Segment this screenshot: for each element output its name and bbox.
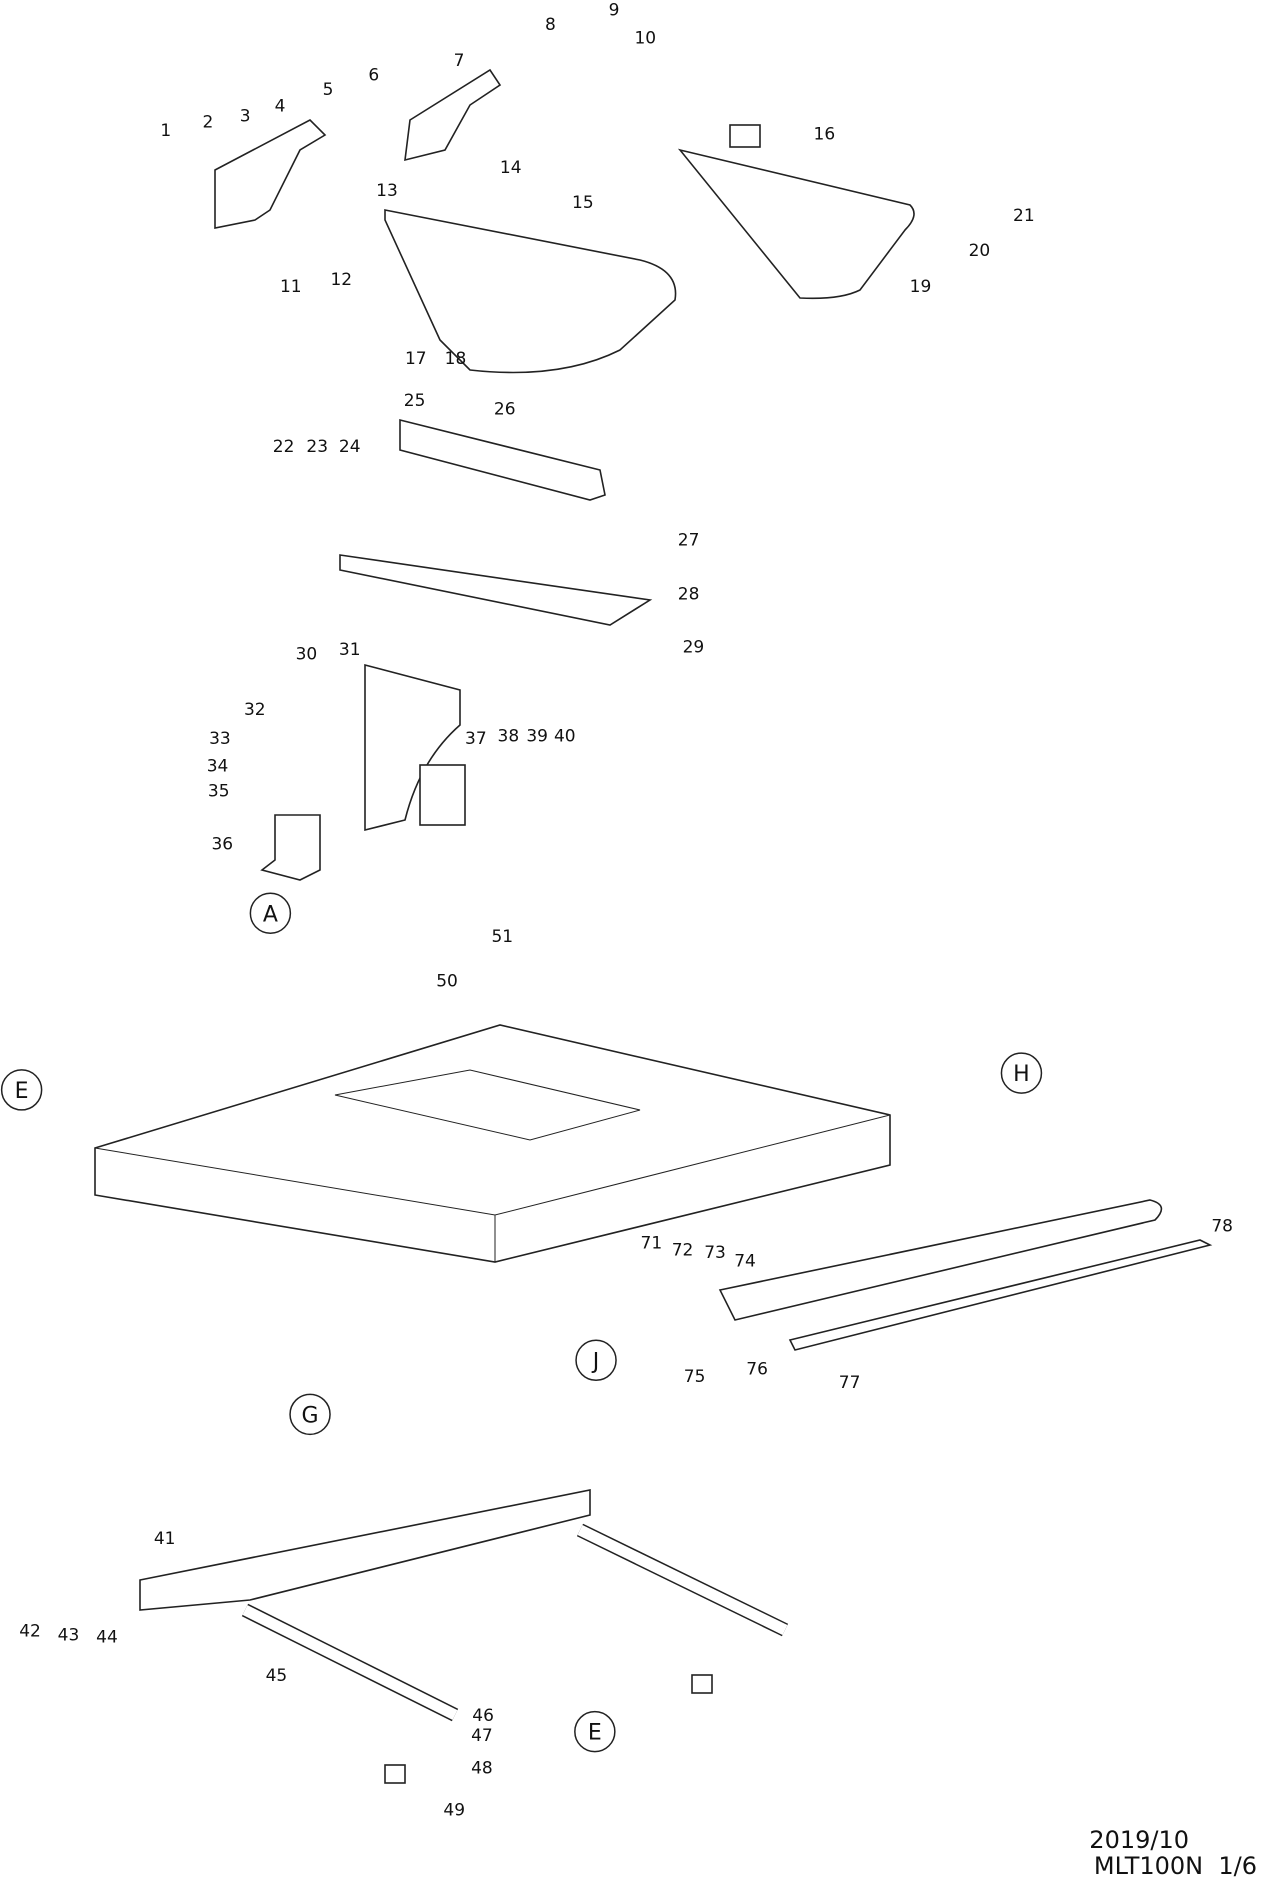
reference-letter: A: [263, 902, 278, 927]
part-number-label: 3: [240, 106, 251, 126]
part-number-label: 2: [202, 112, 213, 132]
part-number-label: 48: [471, 1759, 493, 1779]
part-number-label: 22: [273, 437, 295, 457]
part-number-label: 8: [545, 15, 556, 35]
reference-circle: [289, 1393, 331, 1436]
part-number-label: 1: [160, 121, 171, 141]
reference-letter: E: [588, 1721, 602, 1746]
part-number-label: 46: [472, 1706, 494, 1726]
part-number-label: 73: [704, 1243, 726, 1263]
part-number-label: 41: [154, 1529, 176, 1549]
part-number-label: 6: [368, 66, 379, 86]
part-number-label: 76: [746, 1360, 768, 1380]
angle-bracket-36: [260, 814, 321, 881]
reference-circle: [574, 1710, 616, 1753]
reference-letter: E: [15, 1079, 29, 1104]
foot-knob-rear: [691, 1674, 713, 1694]
part-number-label: 12: [330, 270, 352, 290]
rip-fence: [718, 1199, 1163, 1321]
part-number-label: 11: [280, 277, 302, 297]
bracket-plate: [419, 764, 466, 826]
part-number-label: 75: [684, 1367, 706, 1387]
part-number-label: 15: [572, 193, 594, 213]
stand-rail: [139, 1489, 591, 1611]
part-number-label: 38: [498, 726, 520, 746]
part-number-label: 27: [678, 531, 700, 551]
part-number-label: 20: [969, 241, 991, 261]
part-number-label: 14: [500, 158, 522, 178]
reference-letter: G: [302, 1403, 319, 1428]
part-number-label: 32: [244, 700, 266, 720]
foot-knob-front: [384, 1764, 406, 1784]
part-number-label: 23: [306, 437, 328, 457]
part-number-label: 37: [465, 729, 487, 749]
part-number-label: 35: [208, 782, 230, 802]
part-number-label: 30: [296, 645, 318, 665]
reference-circle: [1000, 1052, 1043, 1094]
part-number-label: 77: [839, 1373, 861, 1393]
part-number-label: 47: [471, 1726, 493, 1746]
part-number-label: 31: [339, 640, 361, 660]
reference-letter: J: [591, 1349, 600, 1374]
guard-jaw-left: [214, 119, 327, 229]
part-number-label: 4: [275, 97, 286, 117]
part-number-label: 74: [734, 1252, 756, 1272]
part-number-label: 51: [491, 927, 513, 947]
part-number-label: 13: [376, 181, 398, 201]
part-number-label: 50: [436, 972, 458, 992]
part-number-label: 72: [672, 1241, 694, 1261]
part-number-label: 42: [19, 1622, 41, 1642]
part-number-label: 7: [454, 51, 465, 71]
part-number-label: 29: [683, 637, 705, 657]
part-number-label: 43: [58, 1625, 80, 1645]
guard-jaw-right: [404, 68, 502, 162]
part-number-label: 16: [814, 124, 836, 144]
riving-arm: [399, 418, 606, 501]
guard-cover: [677, 148, 915, 300]
part-number-label: 45: [266, 1666, 288, 1686]
reference-circle: [0, 1069, 43, 1111]
part-number-label: 71: [641, 1234, 663, 1254]
part-number-label: 17: [405, 349, 427, 369]
reference-circle: [249, 892, 292, 935]
label-plate: [729, 124, 761, 148]
mounting-plate: [339, 554, 653, 626]
reference-letter: H: [1013, 1062, 1030, 1087]
part-number-label: 19: [910, 277, 932, 297]
part-number-label: 44: [96, 1628, 118, 1648]
part-number-label: 39: [526, 726, 548, 746]
part-number-label: 26: [494, 400, 516, 420]
part-number-label: 21: [1013, 206, 1035, 226]
part-number-label: 24: [339, 437, 361, 457]
part-number-label: 78: [1211, 1217, 1233, 1237]
reference-circle: [575, 1339, 617, 1382]
part-number-label: 33: [209, 729, 231, 749]
part-number-label: 49: [443, 1801, 465, 1821]
blade-guard: [384, 209, 677, 374]
part-number-label: 18: [445, 349, 467, 369]
table-insert: [334, 1069, 641, 1141]
footer-model-page: MLT100N 1/6: [1093, 1852, 1257, 1880]
part-number-label: 9: [609, 1, 620, 21]
part-number-label: 40: [554, 726, 576, 746]
table-top: [94, 1024, 891, 1263]
part-number-label: 10: [634, 28, 656, 48]
part-number-label: 5: [323, 80, 334, 100]
footer-date: 2019/10: [1089, 1826, 1189, 1854]
part-number-label: 34: [207, 756, 229, 776]
fence-strip: [788, 1239, 1213, 1351]
part-number-label: 28: [678, 585, 700, 605]
part-number-label: 36: [211, 835, 233, 855]
part-number-label: 25: [404, 391, 426, 411]
